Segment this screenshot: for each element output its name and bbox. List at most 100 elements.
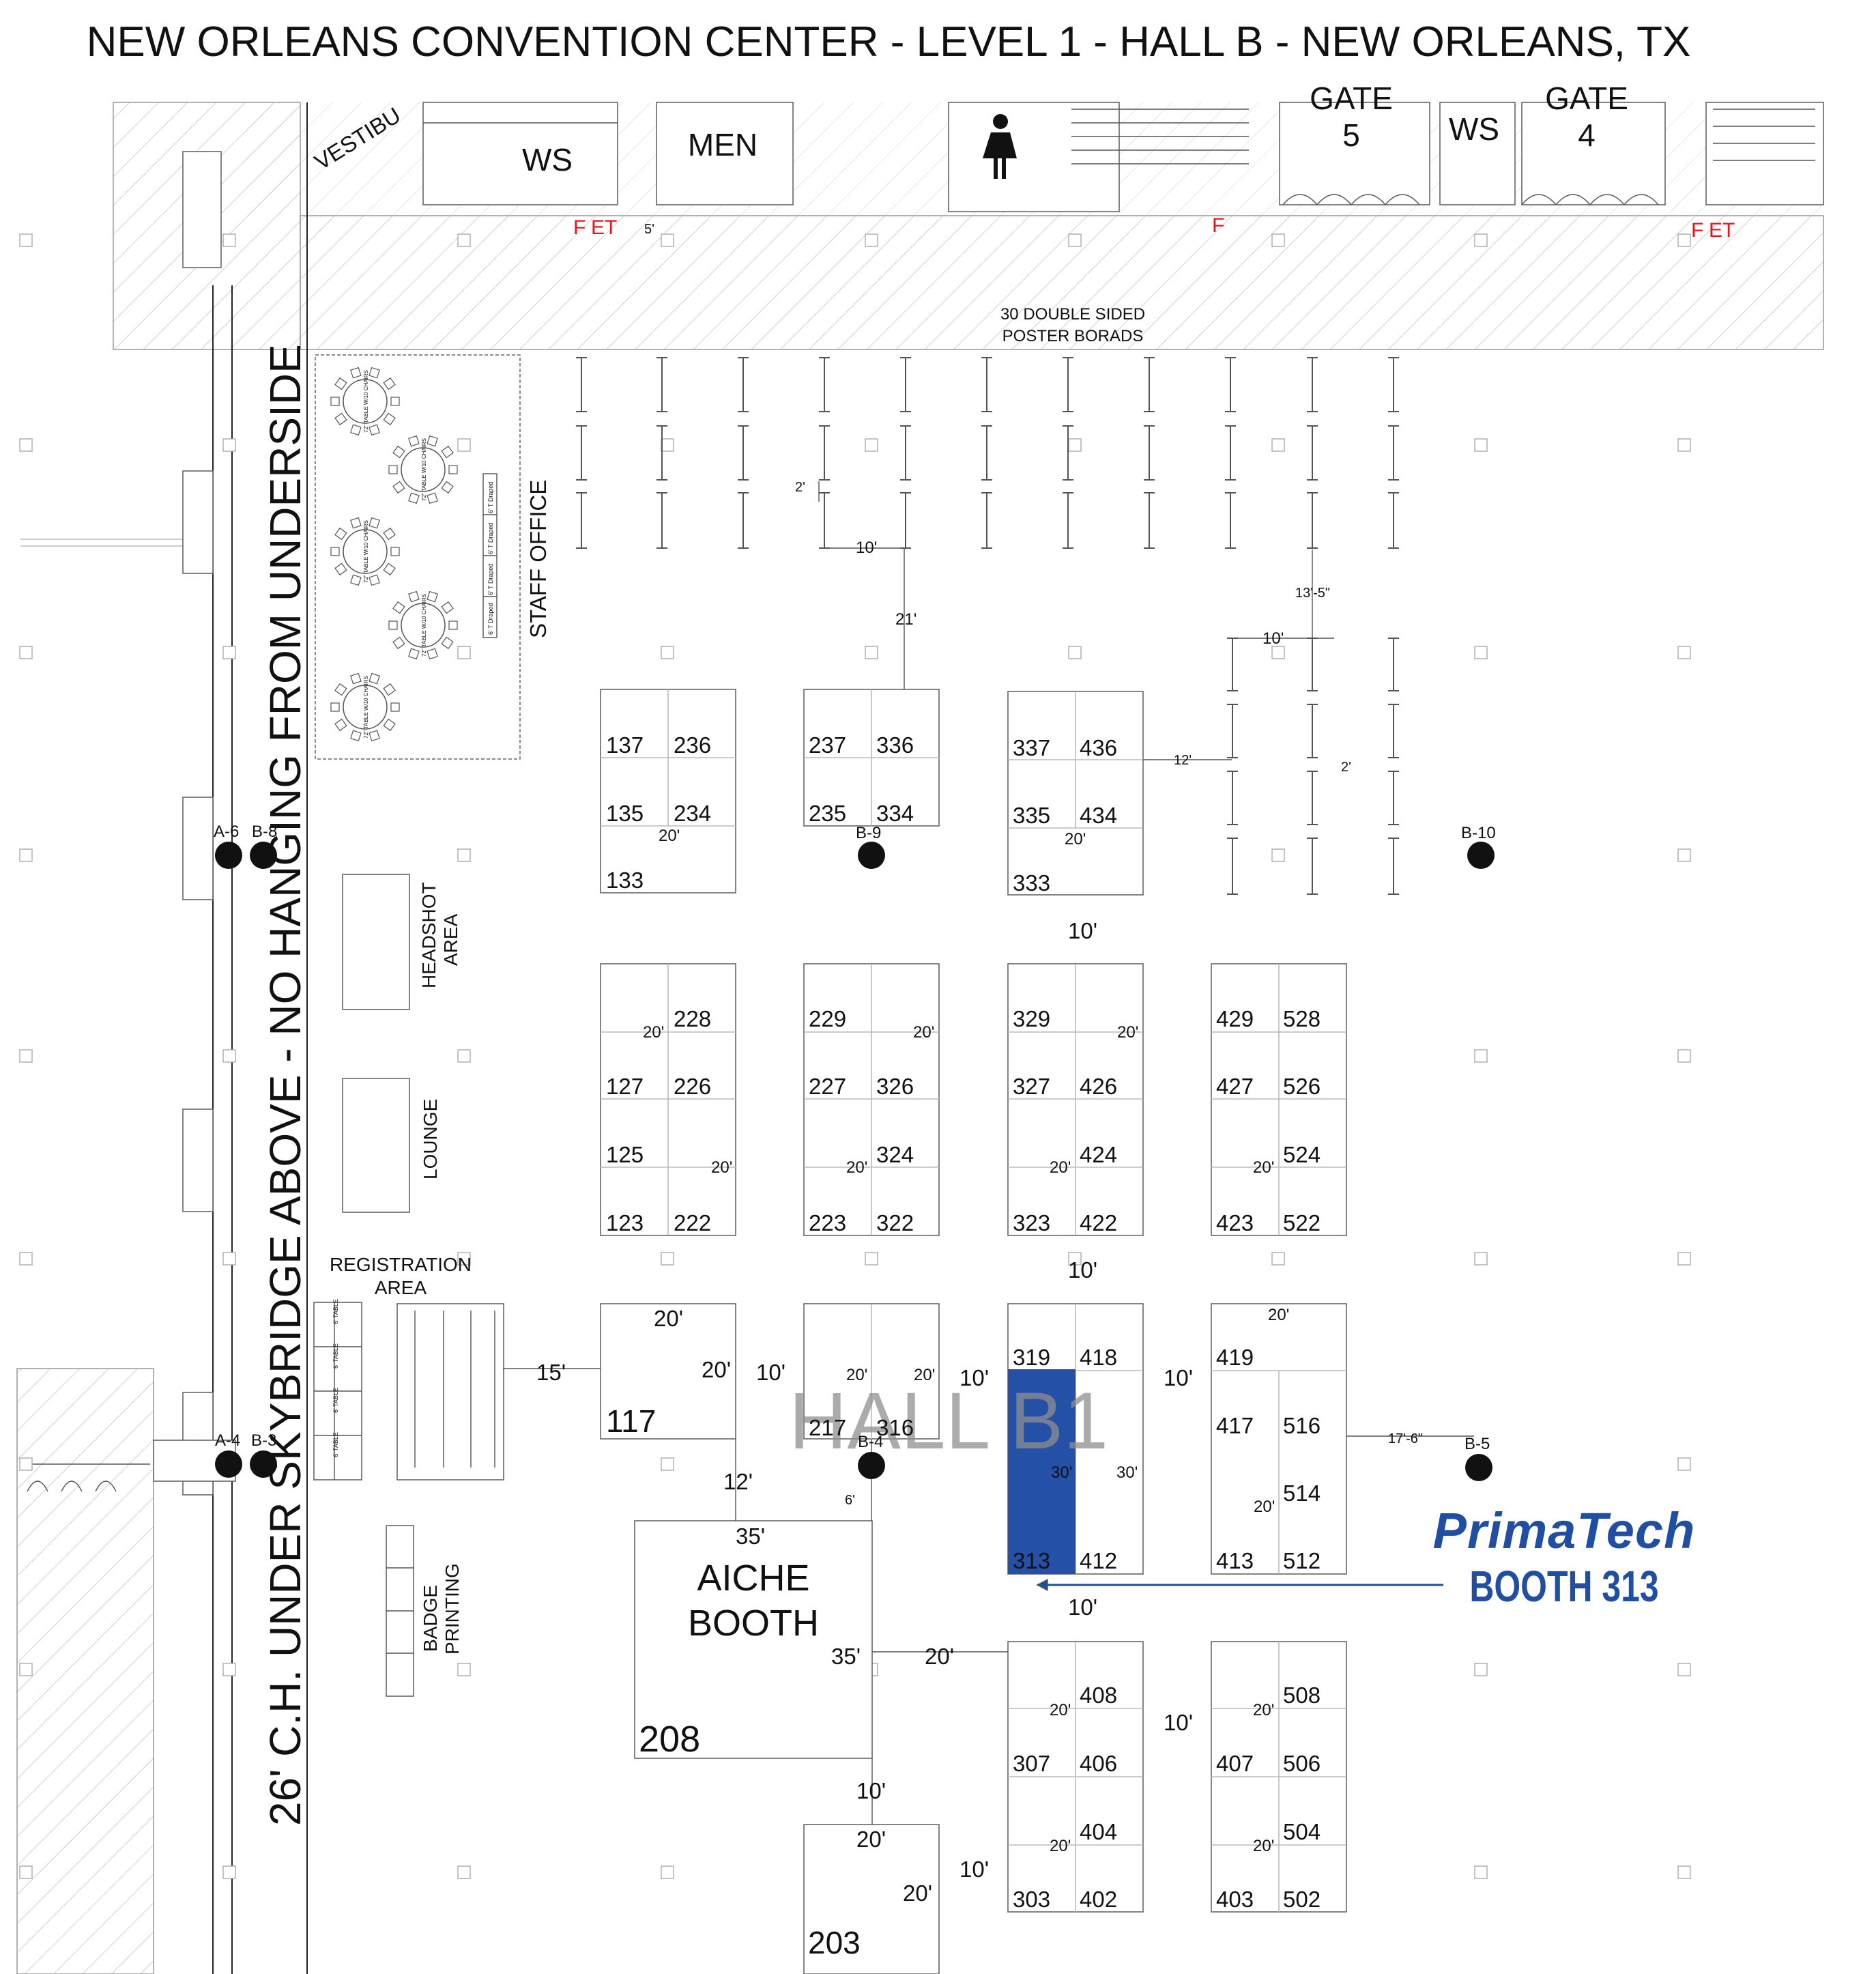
ws-room-label: WS [522,142,573,177]
ws-room-2-label: WS [1449,111,1499,147]
dimension-label: 2' [795,480,805,495]
column-marker [1271,438,1285,452]
dimension-label: 20' [1254,1498,1275,1516]
gate5-number: 5 [1342,117,1360,153]
draped-table-label: 6' T Draped [487,564,494,595]
column-marker [222,1663,236,1676]
booth-number: 326 [876,1074,914,1099]
top-building-strip: VESTIBU WS MEN GATE 5 WS GATE 4 F ET F F… [113,81,1824,350]
registration-label-line1: REGISTRATION [330,1254,472,1275]
staff-office-label: STAFF OFFICE [525,480,551,638]
pillar-label: B-4 [858,1433,883,1451]
column-marker [19,1049,33,1063]
column-marker [1474,1663,1488,1676]
column-marker [1677,1865,1691,1879]
booth-number: 408 [1080,1683,1117,1708]
booth-number: 237 [809,732,846,758]
dimension-label: 20' [1050,1701,1071,1719]
dimension-label: 20' [846,1366,867,1384]
booth-number: 217 [809,1415,846,1440]
column-marker [1474,438,1488,452]
primatech-booth-number: BOOTH 313 [1469,1562,1658,1611]
booth-number: 422 [1080,1210,1117,1235]
dimension-label: 20' [1253,1837,1274,1855]
skybridge-note: 26' C.H. UNDER SKYBRIDGE ABOVE - NO HANG… [261,344,310,1826]
pillar-label: A-6 [214,822,239,841]
booth-number: 337 [1013,735,1050,760]
booth-number: 127 [606,1074,644,1099]
pillar-label: A-4 [215,1431,240,1450]
booth-number: 429 [1216,1006,1254,1031]
column-marker [222,646,236,659]
badge-printing-label-line1: BADGE [420,1585,441,1652]
booth-number: 419 [1216,1345,1254,1370]
primatech-callout: PrimaTech BOOTH 313 [1433,1502,1695,1611]
column-marker [19,233,33,247]
womens-restroom-icon [983,114,1017,179]
dimension-label: 20' [1268,1306,1289,1324]
column-marker [661,646,674,659]
booth-number: 316 [876,1415,914,1440]
column-marker [222,233,236,247]
pillar-label: B-8 [252,822,277,841]
dimension-label: 6' [845,1493,855,1508]
gate4-number: 4 [1578,117,1596,153]
pillar-label: B-3 [251,1431,276,1450]
poster-boards-label-line2: POSTER BORADS [1002,327,1144,345]
round-table-label: 72" TABLE W/10 CHAIRS [363,370,369,433]
column-marker [19,1663,33,1676]
booth-number: 125 [606,1142,644,1167]
aiche-booth-label-line2: BOOTH [688,1603,819,1644]
column-marker [1677,646,1691,659]
dimension-labels: 2' 10' 21' 13'-5" 10' 12' 2' 20' 20' 10'… [536,480,1423,1906]
booth-number: 323 [1013,1210,1050,1235]
booth-number: 336 [876,732,914,758]
badge-printing-label-line2: PRINTING [442,1563,463,1655]
booth-number: 426 [1080,1074,1117,1099]
booth-number: 508 [1283,1683,1321,1708]
column-marker [19,848,33,862]
dimension-label: 10' [856,1778,886,1803]
dimension-label: 12' [1174,753,1192,768]
left-wall [16,102,308,1974]
column-marker [1474,1252,1488,1265]
column-marker [661,1252,674,1265]
dimension-lines [503,481,1474,1825]
headshot-area: HEADSHOT AREA [342,874,461,1010]
dimension-label: 10' [1164,1710,1193,1735]
booth-313-highlight[interactable] [1008,1369,1076,1574]
round-table-label: 72" TABLE W/10 CHAIRS [421,438,427,501]
pillar-label: B-10 [1461,824,1496,842]
booth-number: 516 [1283,1413,1321,1438]
draped-table-label: 6' T Draped [487,523,494,554]
booth-blocks [600,689,1347,1974]
round-tables: 72" TABLE W/10 CHAIRS 72" TABLE W/10 CHAI… [330,367,458,742]
column-marker [661,1457,674,1471]
column-marker [1271,233,1285,247]
booth-number: 436 [1080,735,1117,760]
dimension-label: 35' [831,1644,861,1669]
column-marker [1677,1457,1691,1471]
column-marker [1068,233,1082,247]
dimension-label: 10' [856,539,877,557]
column-marker [1068,438,1082,452]
booth-number: 506 [1283,1751,1321,1776]
column-marker [1271,646,1285,659]
booth-number: 324 [876,1142,914,1167]
dimension-label: 20' [913,1023,934,1042]
column-marker [19,1457,33,1471]
column-marker [222,438,236,452]
lounge-area: LOUNGE [342,1078,441,1213]
booth-number: 229 [809,1006,846,1031]
booth-number: 424 [1080,1142,1117,1167]
column-marker [457,848,471,862]
dimension-label: 10' [1164,1365,1193,1390]
dimension-label: 30' [1116,1463,1138,1482]
dimension-label: 20' [856,1827,886,1852]
dimension-label: 20' [711,1158,732,1177]
round-table-label: 72" TABLE W/10 CHAIRS [363,676,369,739]
booth-number: 526 [1283,1074,1321,1099]
column-marker [1474,1049,1488,1063]
booth-number: 236 [674,732,711,758]
hall-label: HALL B1 [789,1376,1108,1466]
